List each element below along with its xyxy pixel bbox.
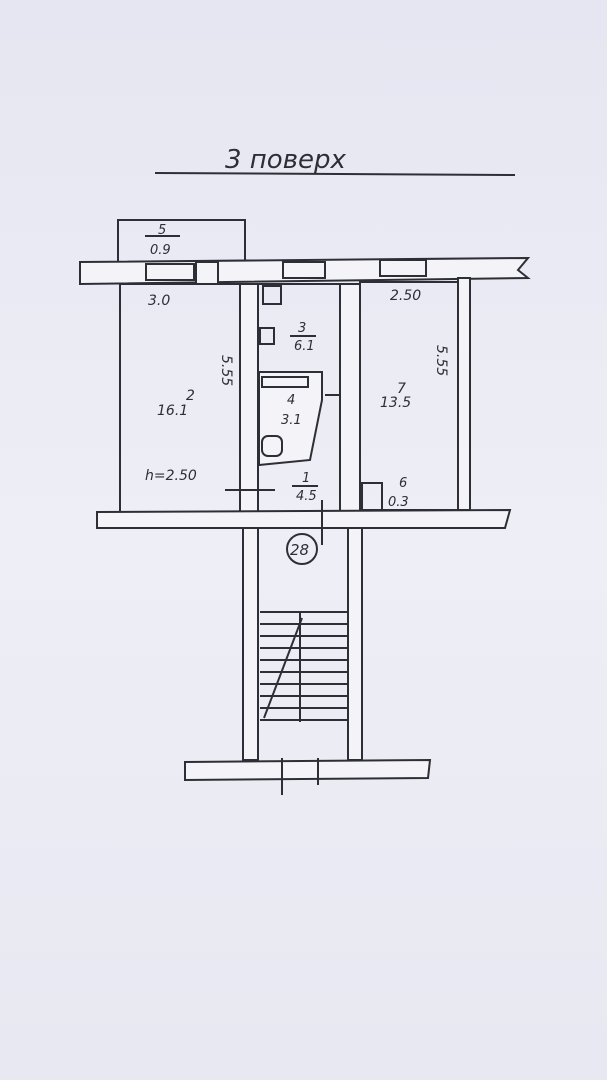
toilet-icon — [261, 435, 283, 457]
stair-wall-left — [242, 527, 259, 761]
outer-wall-bottom — [96, 508, 512, 529]
room-4-bathroom — [258, 371, 323, 467]
window-room2 — [145, 263, 195, 281]
balcony-door — [195, 261, 219, 285]
room-2-area: 16.1 — [157, 403, 188, 419]
stair-wall-bottom — [184, 758, 432, 782]
room-3-area: 6.1 — [294, 339, 315, 354]
floor-title: 3 поверх — [225, 145, 347, 175]
stove-icon — [262, 285, 282, 305]
window-room7 — [379, 259, 427, 277]
sink-icon — [259, 327, 275, 345]
room-6-closet — [361, 482, 383, 511]
room-7-area: 13.5 — [380, 395, 411, 411]
partition-wall — [239, 283, 259, 513]
room-4-number: 4 — [287, 393, 295, 408]
room-4-area: 3.1 — [281, 413, 302, 428]
apartment-number: 28 — [290, 541, 309, 559]
room-1-area: 4.5 — [296, 489, 317, 504]
room-5-number: 5 — [158, 223, 166, 238]
room-7-width: 2.50 — [390, 288, 421, 304]
room-7-number: 7 — [397, 381, 406, 397]
bathtub-icon — [261, 376, 309, 388]
room-6-number: 6 — [399, 476, 407, 491]
stairs — [260, 611, 348, 722]
room-5-area: 0.9 — [150, 243, 171, 258]
ceiling-height: h=2.50 — [145, 468, 197, 484]
title-underline — [154, 172, 516, 176]
room-2-width: 3.0 — [148, 293, 170, 309]
room-1-number: 1 — [302, 471, 310, 486]
window-kitchen — [282, 261, 326, 279]
room-6-area: 0.3 — [388, 495, 409, 510]
partition-wall-2 — [339, 283, 361, 513]
room-7-length: 5.55 — [433, 345, 449, 376]
outer-wall-right — [457, 277, 471, 511]
room-3-number: 3 — [298, 321, 306, 336]
balcony — [117, 219, 246, 263]
room-2-number: 2 — [186, 388, 195, 404]
stair-wall-right — [347, 527, 363, 761]
apartment-number-circle — [286, 533, 318, 565]
room-2-length: 5.55 — [218, 355, 234, 386]
